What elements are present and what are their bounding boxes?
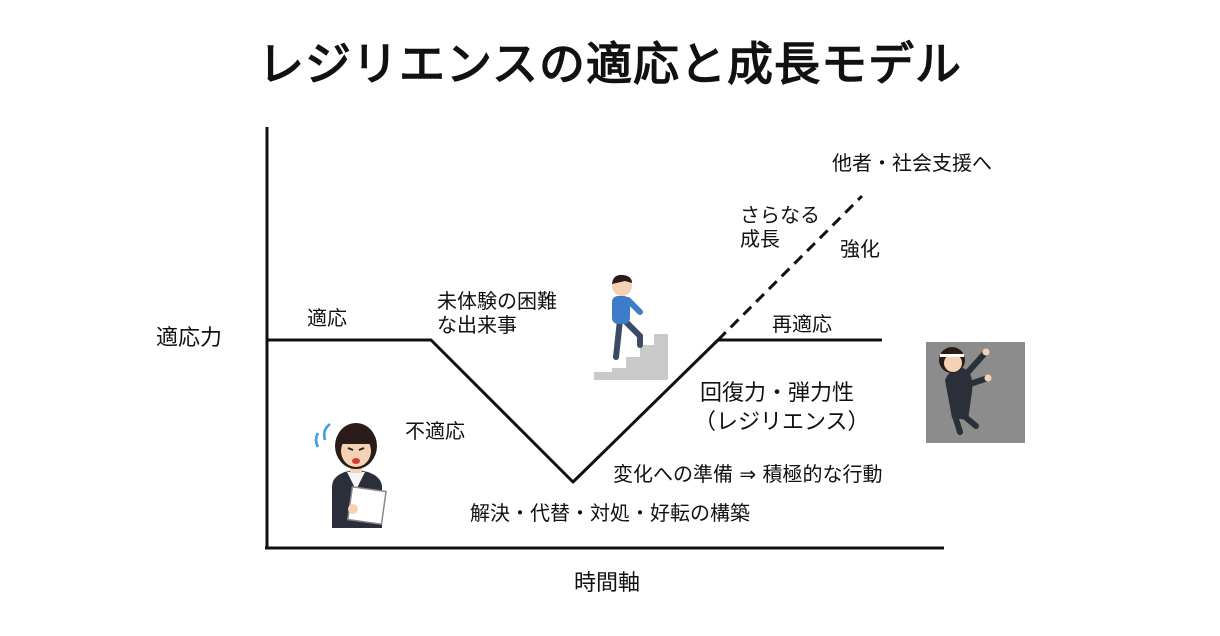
page-title: レジリエンスの適応と成長モデル	[257, 37, 963, 91]
adaptation-curve	[267, 338, 882, 484]
label-others-support: 他者・社会支援へ	[832, 151, 992, 175]
label-unexperienced-line2: な出来事	[437, 313, 517, 337]
label-readapt: 再適応	[772, 312, 832, 336]
wall-climber-icon	[926, 342, 1025, 443]
growth-dashed-line	[716, 194, 864, 342]
y-axis-label: 適応力	[156, 326, 223, 351]
label-adapt: 適応	[307, 306, 347, 330]
label-resilience-line2: （レジリエンス）	[694, 410, 870, 435]
label-further-growth-line1: さらなる	[740, 203, 820, 227]
label-further-growth-line2: 成長	[740, 227, 780, 251]
label-unexperienced-line1: 未体験の困難	[437, 289, 557, 313]
label-maladapt: 不適応	[405, 419, 465, 443]
worried-woman-icon	[314, 423, 387, 528]
label-solutions: 解決・代替・対処・好転の構築	[470, 501, 750, 525]
label-strengthen: 強化	[840, 237, 880, 261]
label-resilience-line1: 回復力・弾力性	[700, 381, 855, 406]
stair-climber-icon	[594, 274, 668, 380]
x-axis-label: 時間軸	[574, 571, 641, 596]
label-preparation: 変化への準備 ⇒ 積極的な行動	[613, 462, 883, 486]
